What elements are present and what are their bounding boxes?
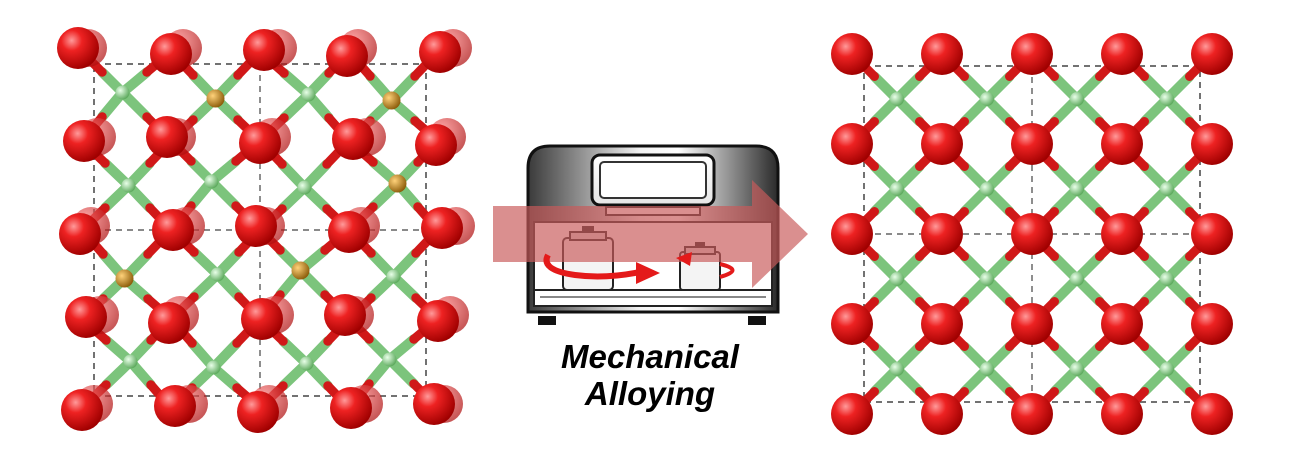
metal-atom <box>1070 92 1084 106</box>
oxygen-atom <box>239 122 281 164</box>
dopant-atom <box>388 174 407 193</box>
oxygen-atom <box>61 389 103 431</box>
oxygen-atom <box>921 33 963 75</box>
oxygen-atom <box>831 393 873 435</box>
oxygen-atom <box>1191 123 1233 165</box>
metal-atom <box>299 356 314 371</box>
metal-atom <box>890 272 904 286</box>
metal-atom <box>1160 362 1174 376</box>
oxygen-atom <box>243 29 285 71</box>
caption-line-1: Mechanical <box>561 338 739 375</box>
metal-atom <box>210 267 225 282</box>
oxygen-atom <box>831 213 873 255</box>
oxygen-atom <box>59 213 101 255</box>
oxygen-atom <box>421 207 463 249</box>
oxygen-atom <box>1101 303 1143 345</box>
oxygen-atom <box>1011 303 1053 345</box>
oxygen-atom <box>65 296 107 338</box>
oxygen-atom <box>1191 213 1233 255</box>
caption-line-2: Alloying <box>584 375 716 412</box>
initial-structure-panel <box>57 27 475 433</box>
oxygen-atom <box>1011 393 1053 435</box>
oxygen-atom <box>1101 123 1143 165</box>
metal-atom <box>890 92 904 106</box>
dopant-atom <box>382 91 401 110</box>
oxygen-atom <box>241 298 283 340</box>
metal-atom <box>890 182 904 196</box>
oxygen-atom <box>921 303 963 345</box>
metal-atom <box>297 180 312 195</box>
metal-atom <box>1160 92 1174 106</box>
metal-atom <box>121 178 136 193</box>
oxygen-atom <box>419 31 461 73</box>
metal-atom <box>204 174 219 189</box>
oxygen-atom <box>57 27 99 69</box>
process-arrow-icon <box>493 180 808 288</box>
oxygen-atom <box>1191 393 1233 435</box>
metal-atom <box>980 182 994 196</box>
oxygen-atom <box>1101 33 1143 75</box>
metal-atom <box>980 272 994 286</box>
oxygen-atom <box>1011 123 1053 165</box>
oxygen-atom <box>831 303 873 345</box>
oxygen-atom <box>921 393 963 435</box>
metal-atom <box>386 269 401 284</box>
metal-atom <box>1160 182 1174 196</box>
metal-atom <box>1070 362 1084 376</box>
oxygen-atom <box>1011 33 1053 75</box>
rotation-arrow-icon <box>543 252 735 284</box>
oxygen-atom <box>831 33 873 75</box>
oxygen-atom <box>1191 33 1233 75</box>
oxygen-atom <box>326 35 368 77</box>
process-caption: Mechanical Alloying <box>500 338 800 412</box>
metal-atom <box>382 352 397 367</box>
metal-atom <box>890 362 904 376</box>
metal-atom <box>980 92 994 106</box>
oxygen-atom <box>831 123 873 165</box>
oxygen-atom <box>154 385 196 427</box>
oxygen-atom <box>152 209 194 251</box>
oxygen-atom <box>330 387 372 429</box>
dopant-atom <box>291 261 310 280</box>
oxygen-atom <box>328 211 370 253</box>
oxygen-atom <box>413 383 455 425</box>
oxygen-atom <box>150 33 192 75</box>
oxygen-atom <box>63 120 105 162</box>
metal-atom <box>1070 272 1084 286</box>
metal-atom <box>123 354 138 369</box>
oxygen-atom <box>1101 213 1143 255</box>
oxygen-atom <box>1101 393 1143 435</box>
metal-atom <box>206 360 221 375</box>
oxygen-atom <box>921 123 963 165</box>
dopant-atom <box>115 269 134 288</box>
dopant-atom <box>206 89 225 108</box>
metal-atom <box>115 85 130 100</box>
metal-atom <box>301 87 316 102</box>
oxygen-atom <box>332 118 374 160</box>
metal-atom <box>1070 182 1084 196</box>
oxygen-atom <box>148 302 190 344</box>
oxygen-atom <box>237 391 279 433</box>
oxygen-atom <box>146 116 188 158</box>
oxygen-atom <box>417 300 459 342</box>
final-structure-panel <box>831 33 1233 435</box>
oxygen-atom <box>235 205 277 247</box>
oxygen-atom <box>415 124 457 166</box>
oxygen-atom <box>324 294 366 336</box>
oxygen-atom <box>921 213 963 255</box>
metal-atom <box>1160 272 1174 286</box>
oxygen-atom <box>1191 303 1233 345</box>
oxygen-atom <box>1011 213 1053 255</box>
metal-atom <box>980 362 994 376</box>
